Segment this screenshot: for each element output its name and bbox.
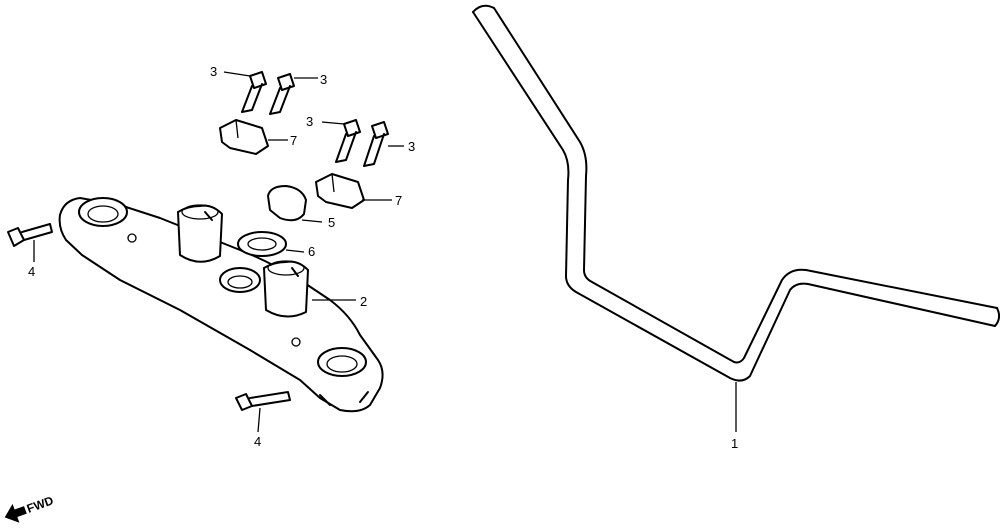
top-bridge	[58, 197, 384, 413]
bolt-3d	[363, 121, 404, 167]
bolt-4-side	[7, 223, 53, 262]
callout-2: 2	[360, 294, 367, 309]
fwd-label: FWD	[25, 493, 56, 516]
fwd-indicator: FWD	[4, 493, 56, 523]
callout-4-side: 4	[28, 264, 35, 279]
callout-3b: 3	[320, 72, 327, 87]
holder-right	[315, 173, 392, 209]
handlebar	[472, 4, 1000, 432]
washer	[237, 231, 305, 257]
callout-5: 5	[328, 215, 335, 230]
callout-3a: 3	[210, 64, 217, 79]
bolt-3c	[321, 119, 361, 163]
callout-3c: 3	[306, 114, 313, 129]
bolt-3a	[223, 71, 267, 113]
bolt-4-bottom	[235, 391, 291, 433]
callout-4-bottom: 4	[254, 434, 261, 449]
arrow-left-down-icon	[4, 503, 27, 523]
callout-7-left: 7	[290, 133, 297, 148]
bolt-3b	[269, 73, 318, 115]
callout-1: 1	[731, 436, 738, 451]
upper-holder-cap	[267, 185, 323, 223]
callout-3d: 3	[408, 139, 415, 154]
holder-left	[219, 119, 288, 155]
callout-7-right: 7	[395, 193, 402, 208]
callout-6: 6	[308, 244, 315, 259]
